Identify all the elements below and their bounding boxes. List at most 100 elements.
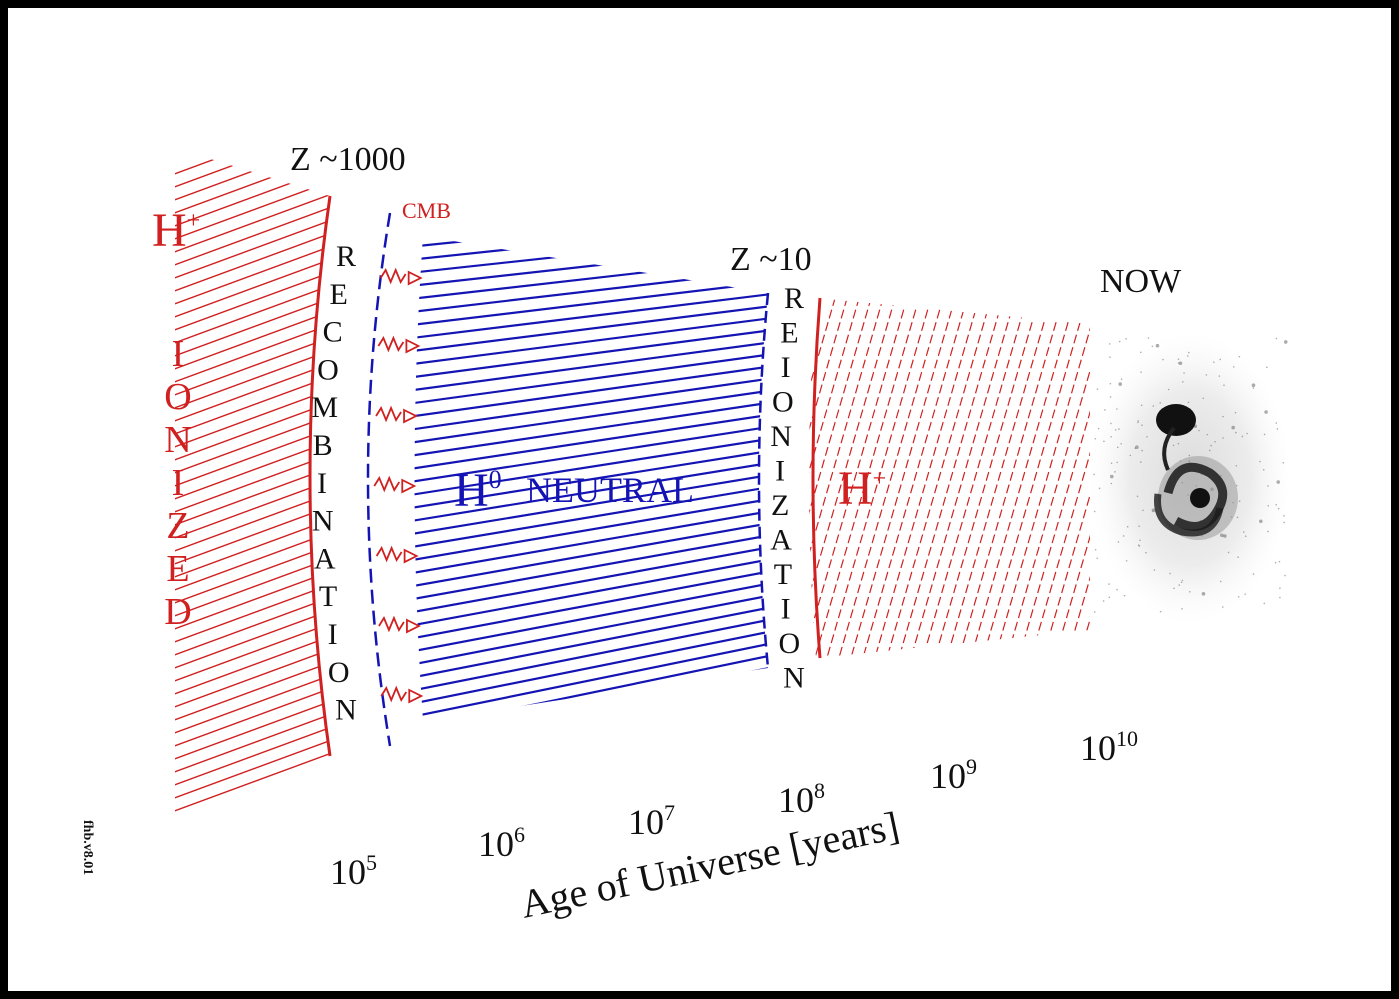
vertical-letter: E [166, 548, 189, 590]
galaxy-speckle [1237, 556, 1239, 558]
galaxy-speckle [1235, 431, 1237, 434]
hatch-line [175, 746, 330, 814]
galaxy-speckle [1123, 594, 1126, 597]
galaxy-speckle [1155, 343, 1160, 348]
plus-superscript: + [873, 466, 887, 492]
galaxy-speckle [1279, 587, 1281, 589]
galaxy-speckle [1109, 474, 1114, 479]
galaxy-speckle [1236, 516, 1239, 519]
recombination-front-curve [308, 195, 332, 757]
hatch-line [175, 759, 330, 814]
vertical-letter: I [781, 351, 791, 384]
galaxy-speckle [1117, 541, 1120, 543]
galaxy-speckle [1267, 504, 1270, 507]
cmb-photon-arrows [373, 267, 424, 704]
galaxy-speckle [1094, 548, 1097, 551]
galaxy-speckle [1096, 388, 1099, 390]
galaxy-speckle [1140, 404, 1143, 407]
hatch-line [414, 650, 768, 721]
vertical-letter: B [313, 429, 333, 462]
vertical-letter: I [172, 462, 185, 504]
galaxy-speckle [1251, 383, 1256, 388]
galaxy-speckle [1206, 433, 1209, 436]
hatch-line [809, 298, 887, 658]
galaxy-speckle [1116, 408, 1118, 410]
galaxy-speckle [1275, 337, 1278, 340]
galaxy-speckle [1173, 587, 1175, 590]
galaxy-speckle [1159, 402, 1162, 404]
hatch-line [175, 668, 330, 740]
galaxy-speckle [1093, 611, 1096, 613]
neutral-right-dashed-curve [757, 292, 770, 669]
hatch-line [1063, 298, 1090, 658]
hatch-line [1039, 298, 1090, 658]
vertical-letter: Z [166, 505, 189, 547]
galaxy-speckle [1139, 539, 1141, 542]
vertical-letter: Z [771, 489, 789, 522]
hatch-line [931, 298, 1043, 658]
hatch-line [811, 298, 923, 658]
galaxy-speckle [1137, 544, 1140, 546]
hatch-line [919, 298, 1031, 658]
galaxy-speckle [1235, 464, 1238, 467]
galaxy-speckle [1283, 340, 1288, 344]
galaxy-speckle [1120, 442, 1122, 445]
zero-superscript: 0 [489, 465, 502, 494]
hatch-line [175, 785, 330, 814]
galaxy-speckle [1167, 388, 1170, 391]
hatch-line [158, 825, 348, 895]
hatch-line [175, 213, 330, 285]
galaxy-speckle [1201, 592, 1206, 596]
hatch-line [414, 518, 768, 590]
vertical-letter: N [770, 420, 792, 453]
hatch-line [414, 338, 768, 394]
vertical-letter: N [164, 419, 191, 461]
hatch-line [883, 298, 995, 658]
redshift-1000-label: Z ~1000 [290, 141, 406, 178]
galaxy-speckle [1244, 535, 1247, 537]
galaxy-speckle [1220, 533, 1224, 538]
galaxy-speckle [1120, 378, 1123, 380]
galaxy-speckle [1278, 560, 1281, 563]
hydrogen-symbol: H [838, 462, 873, 515]
vertical-letter: C [323, 316, 343, 349]
hatch-line [967, 298, 1079, 658]
galaxy-speckle [1093, 473, 1095, 476]
galaxy-speckle [1122, 535, 1125, 537]
axis-tick-label: 1010 [1080, 726, 1138, 768]
vertical-letter: I [775, 455, 785, 488]
galaxy-speckle [1108, 583, 1110, 585]
hatch-line [414, 674, 768, 721]
galaxy-speckle [1116, 461, 1118, 464]
redshift-10-label: Z ~10 [730, 241, 812, 278]
galaxy-speckle [1275, 503, 1277, 506]
photon-arrow [379, 267, 423, 286]
galaxy-speckle [1279, 596, 1281, 599]
galaxy-speckle [1110, 422, 1112, 425]
photon-arrow [375, 405, 419, 424]
hatch-line [175, 148, 330, 181]
axis-tick-label: 108 [778, 778, 825, 820]
galaxy-speckle [1188, 454, 1191, 457]
galaxy-speckle [1238, 500, 1241, 502]
vertical-letter: R [336, 240, 356, 273]
hydrogen-symbol: H [454, 464, 489, 517]
hatch-line [809, 298, 851, 658]
vertical-letter: N [312, 505, 334, 538]
hatch-line [175, 772, 330, 814]
hatch-line [414, 554, 768, 629]
galaxy-speckle [1202, 397, 1205, 400]
ionized-hydrogen-symbol-right: H+ [838, 462, 886, 515]
hatch-line [414, 602, 768, 682]
vertical-letter: T [319, 580, 337, 613]
vertical-letter: E [330, 278, 348, 311]
hatch-line [414, 458, 768, 525]
galaxy-speckle [1109, 396, 1112, 398]
hatch-line [175, 798, 330, 814]
galaxy-speckle [1116, 446, 1119, 449]
galaxy-speckle [1238, 355, 1241, 358]
galaxy-speckle [1139, 351, 1142, 354]
galaxy-speckle [1104, 409, 1106, 411]
